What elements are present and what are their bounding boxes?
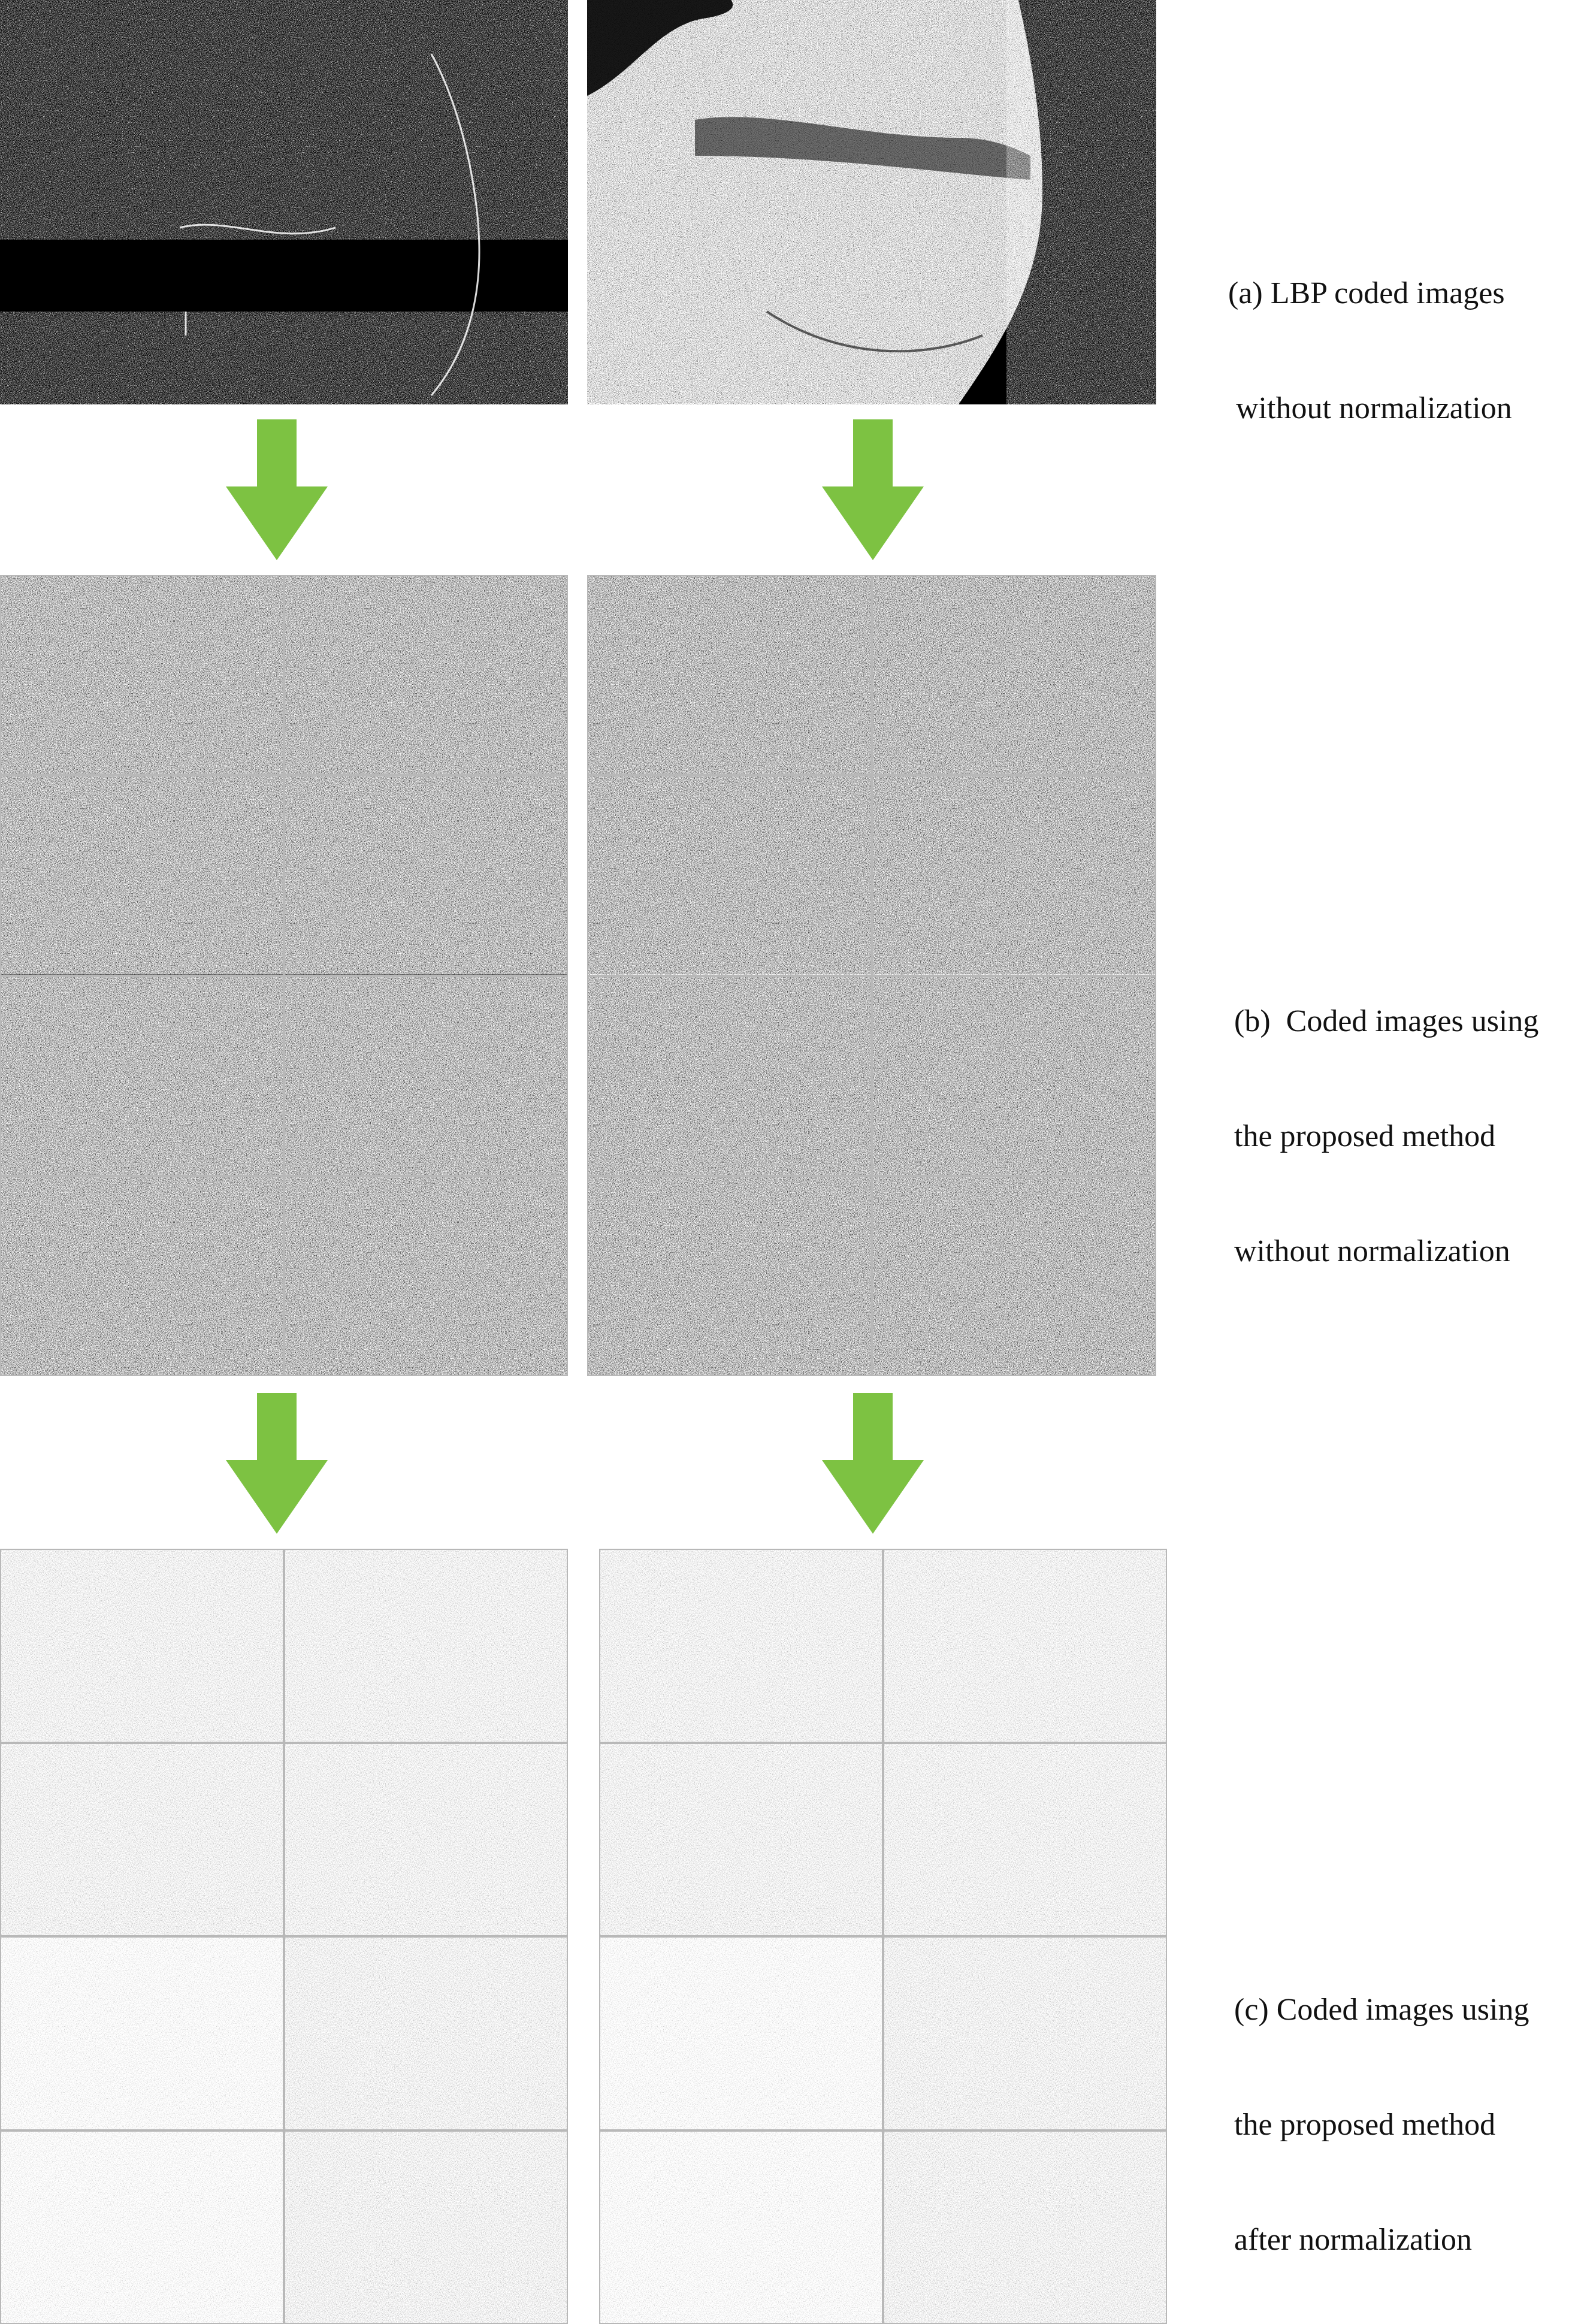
- coded-tile: [284, 1175, 568, 1376]
- down-arrow-icon: [822, 1393, 924, 1534]
- caption-c-line-3: after normalization: [1234, 2223, 1473, 2257]
- coded-tile: [0, 2130, 284, 2324]
- coded-tile: [587, 975, 872, 1176]
- lbp-light-tree-image: [587, 0, 1156, 404]
- coded-tile: [0, 975, 284, 1176]
- coded-tile: [0, 575, 284, 776]
- caption-c-line-1: (c) Coded images using: [1234, 1993, 1529, 2027]
- coded-tile: [587, 575, 872, 776]
- coded-tile: [872, 1175, 1156, 1376]
- coded-tile: [284, 1742, 568, 1936]
- coded-grid-c-right: [599, 1549, 1167, 2324]
- coded-tile: [0, 1549, 284, 1743]
- caption-b-line-2: the proposed method: [1234, 1119, 1496, 1153]
- coded-tile: [0, 1175, 284, 1376]
- coded-tile: [284, 575, 568, 776]
- coded-tile: [872, 575, 1156, 776]
- caption-c-line-2: the proposed method: [1234, 2108, 1496, 2142]
- coded-tile: [284, 2130, 568, 2324]
- coded-tile: [872, 775, 1156, 976]
- down-arrow-icon: [226, 419, 328, 560]
- coded-tile: [883, 1549, 1167, 1743]
- caption-a-line-1: (a) LBP coded images: [1228, 276, 1505, 310]
- coded-tile: [587, 1175, 872, 1376]
- coded-tile: [284, 775, 568, 976]
- coded-tile: [883, 1742, 1167, 1936]
- coded-tile: [599, 1742, 883, 1936]
- caption-a: (a) LBP coded images without normalizati…: [1228, 198, 1512, 466]
- coded-grid-b-right: [587, 575, 1156, 1376]
- coded-tile: [599, 1936, 883, 2130]
- coded-tile: [284, 1549, 568, 1743]
- coded-tile: [599, 2130, 883, 2324]
- coded-grid-c-left: [0, 1549, 568, 2324]
- lbp-dark-tree-image: [0, 0, 568, 404]
- coded-tile: [587, 775, 872, 976]
- caption-b: (b) Coded images using the proposed meth…: [1234, 926, 1538, 1309]
- coded-tile: [599, 1549, 883, 1743]
- coded-tile: [872, 975, 1156, 1176]
- coded-grid-b-left: [0, 575, 568, 1376]
- caption-b-line-1: (b) Coded images using: [1234, 1004, 1539, 1038]
- coded-tile: [883, 1936, 1167, 2130]
- coded-tile: [284, 975, 568, 1176]
- coded-tile: [0, 775, 284, 976]
- down-arrow-icon: [226, 1393, 328, 1534]
- coded-tile: [0, 1936, 284, 2130]
- caption-c: (c) Coded images using the proposed meth…: [1234, 1914, 1529, 2298]
- down-arrow-icon: [822, 419, 924, 560]
- coded-tile: [883, 2130, 1167, 2324]
- coded-tile: [284, 1936, 568, 2130]
- caption-b-line-3: without normalization: [1234, 1234, 1510, 1268]
- coded-tile: [0, 1742, 284, 1936]
- caption-a-line-2: without normalization: [1228, 391, 1512, 425]
